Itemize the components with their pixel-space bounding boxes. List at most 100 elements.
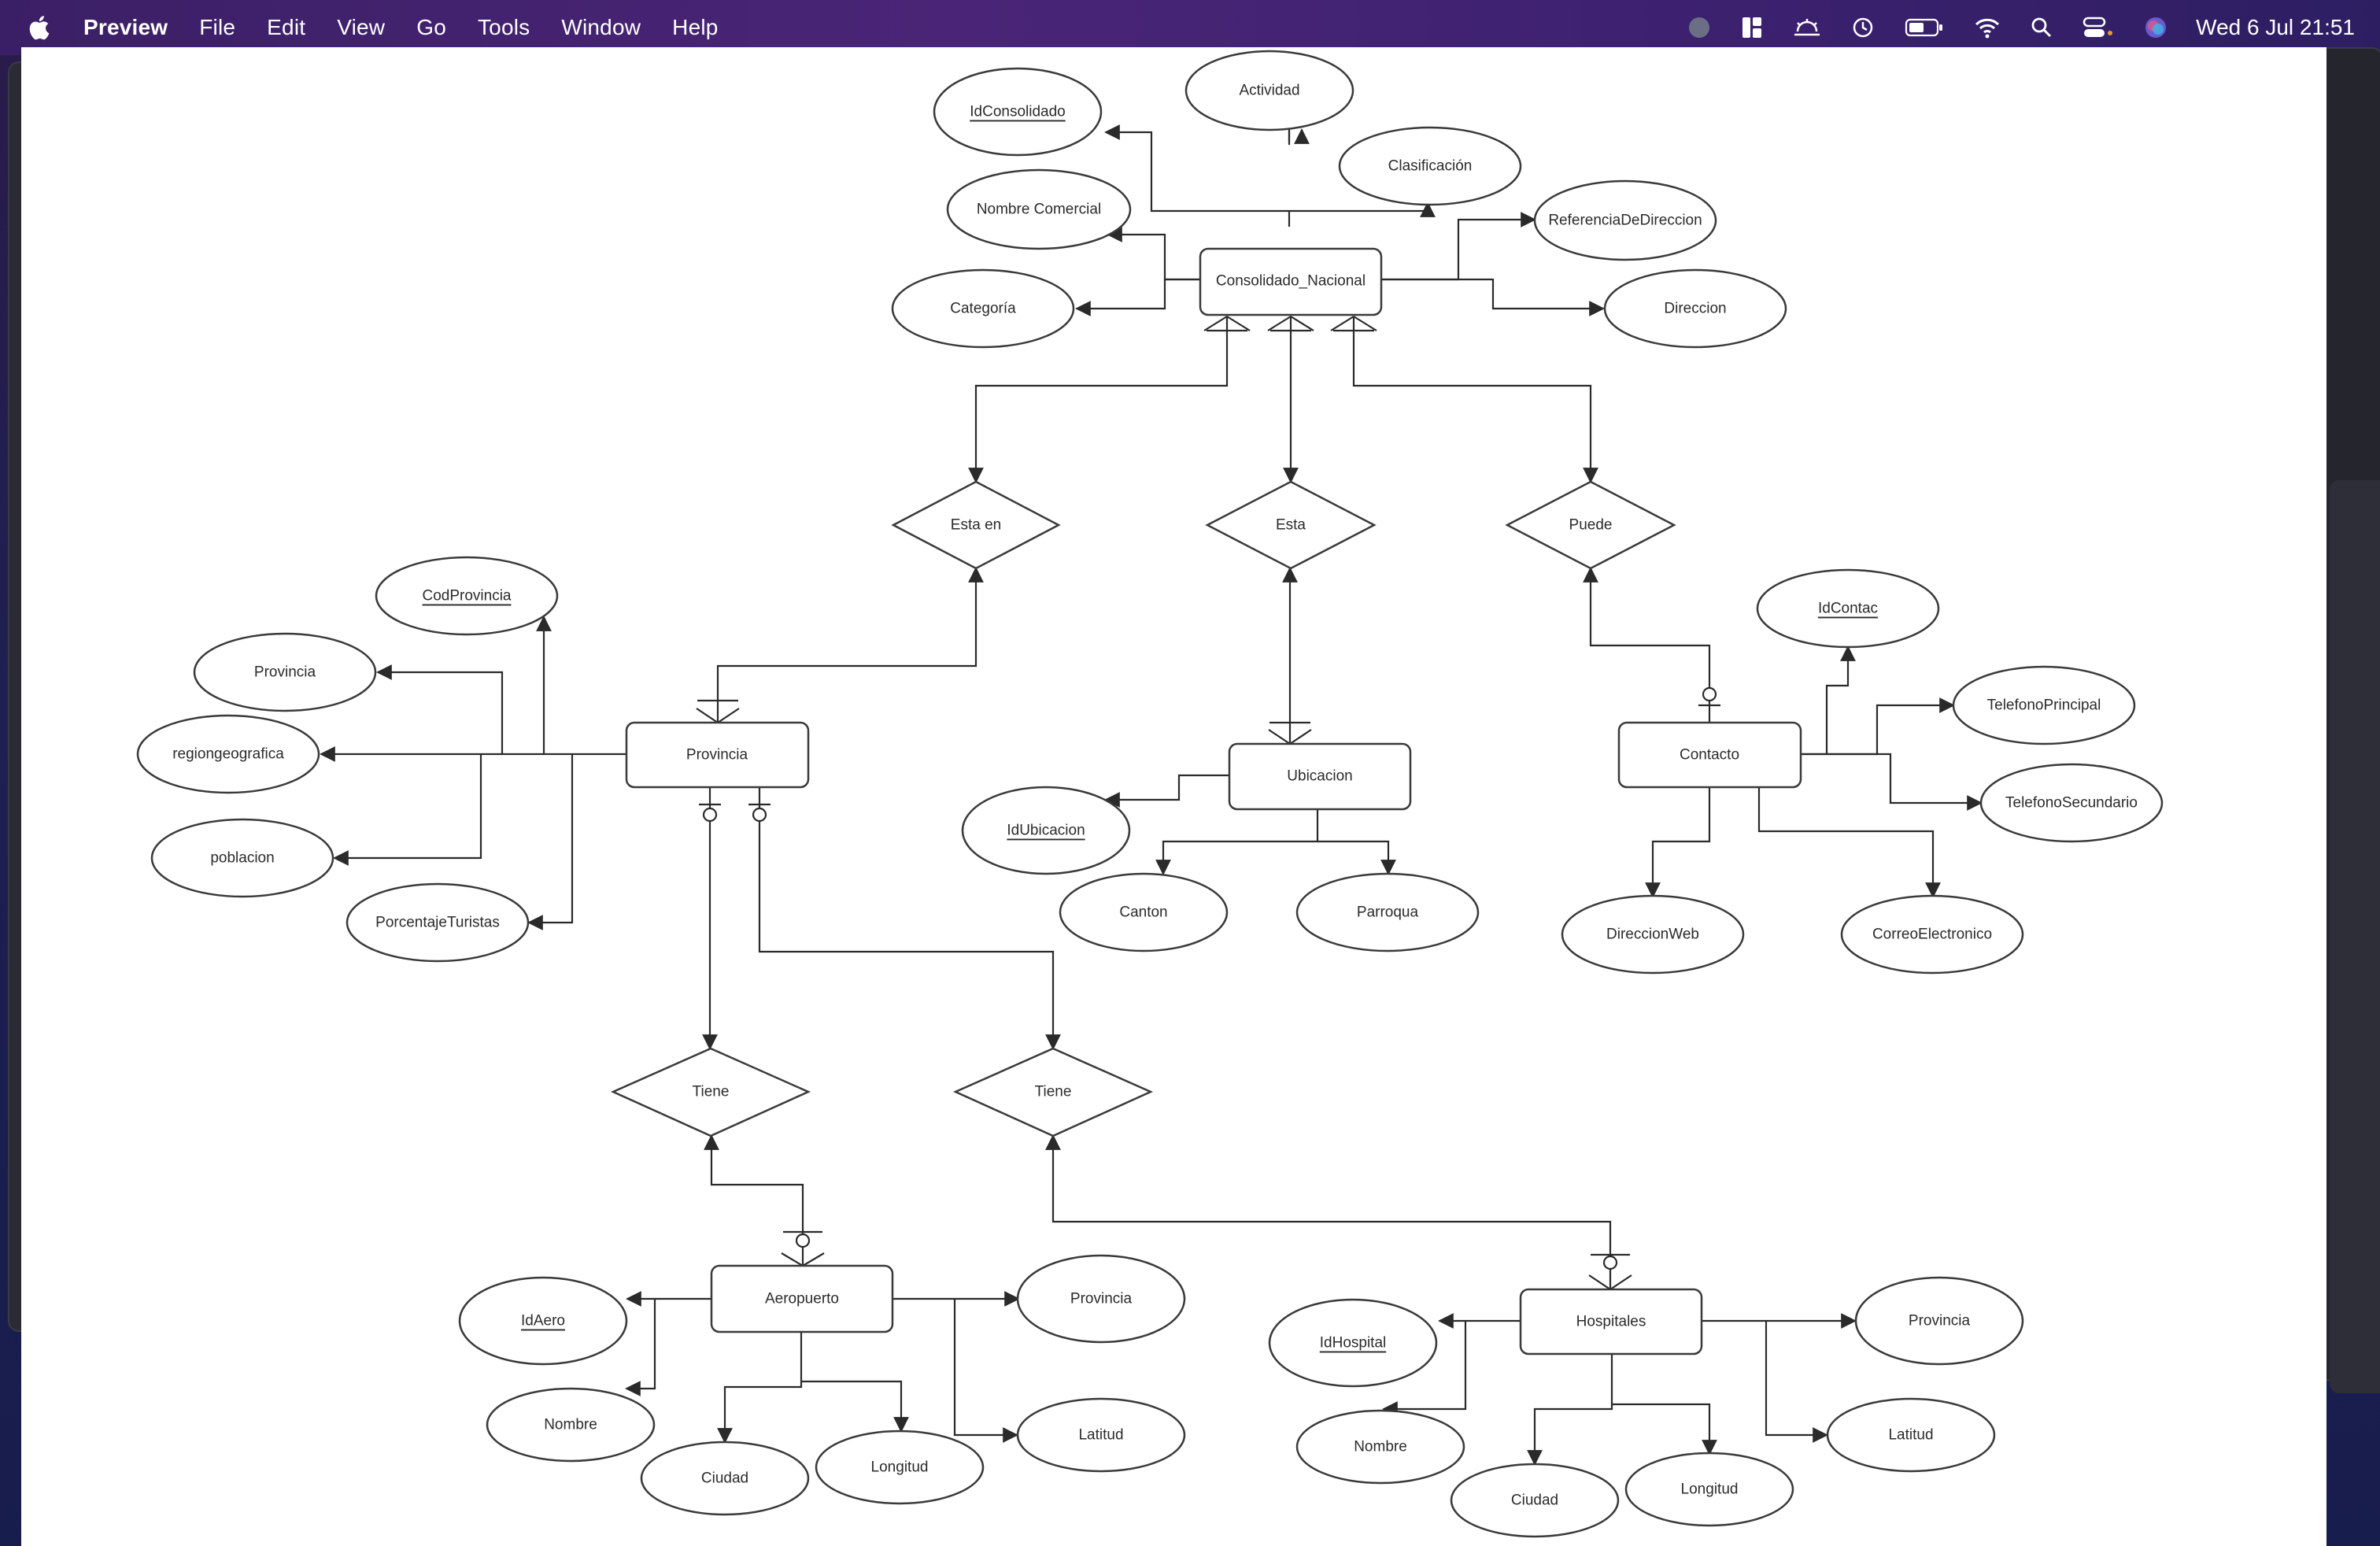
menu-go[interactable]: Go [416,15,446,39]
attribute-direccion-web[interactable]: DireccionWeb [1561,894,1745,975]
entity-contacto[interactable]: Contacto [1617,721,1802,789]
attribute-label: TelefonoSecundario [2005,795,2138,812]
attribute-label: Nombre [544,1417,597,1433]
menu-tools[interactable]: Tools [477,15,530,39]
attribute-actividad[interactable]: Actividad [1184,50,1354,131]
attribute-label: Longitud [1681,1481,1739,1498]
entity-label: Ubicacion [1287,768,1352,785]
attribute-id-ubicacion[interactable]: IdUbicacion [961,786,1131,875]
layout-icon[interactable] [1741,16,1763,39]
entity-aeropuerto[interactable]: Aeropuerto [710,1264,894,1333]
relationship-label: Tiene [1035,1084,1072,1100]
attribute-label: IdUbicacion [1007,823,1085,839]
attribute-telefono-principal[interactable]: TelefonoPrincipal [1952,665,2136,745]
relationship-puede[interactable]: Puede [1505,480,1676,570]
attribute-referencia-de-direccion[interactable]: ReferenciaDeDireccion [1533,179,1717,261]
entity-label: Aeropuerto [765,1291,839,1307]
menu-app-preview[interactable]: Preview [83,15,168,39]
attribute-label: Direccion [1664,301,1726,317]
relationship-esta[interactable]: Esta [1205,480,1377,570]
attribute-label: Ciudad [1511,1492,1558,1509]
apple-menu-icon[interactable] [27,13,54,42]
attribute-id-contac[interactable]: IdContac [1756,568,1940,649]
relationship-tiene-aeropuerto[interactable]: Tiene [610,1047,811,1137]
attribute-id-hospital[interactable]: IdHospital [1268,1298,1438,1388]
entity-consolidado-nacional[interactable]: Consolidado_Nacional [1199,247,1383,316]
attribute-nombre-comercial[interactable]: Nombre Comercial [946,168,1132,250]
attribute-nombre-aero[interactable]: Nombre [486,1387,656,1463]
attribute-label: Parroqua [1357,904,1419,921]
attribute-label: IdContac [1818,601,1878,617]
attribute-region-geografica[interactable]: regiongeografica [136,714,320,794]
attribute-label: Ciudad [701,1470,748,1487]
attribute-poblacion[interactable]: poblacion [150,818,334,898]
er-diagram: Esta en Esta Puede Tiene Tiene Consolida… [136,50,2164,1538]
attribute-nombre-hospital[interactable]: Nombre [1295,1409,1465,1485]
menu-bar-clock[interactable]: Wed 6 Jul 21:51 [2196,15,2355,39]
attribute-categoria[interactable]: Categoría [891,268,1075,349]
entity-label: Provincia [686,747,748,764]
attribute-label: CorreoElectronico [1872,926,1992,943]
attribute-label: Longitud [871,1459,929,1476]
attribute-label: PorcentajeTuristas [375,915,500,931]
connector-lines [320,75,1983,1466]
entity-ubicacion[interactable]: Ubicacion [1228,742,1412,811]
attribute-provincia-hospital[interactable]: Provincia [1854,1276,2024,1366]
attribute-provincia-name[interactable]: Provincia [193,632,377,712]
search-icon[interactable] [2031,17,2053,39]
menu-help[interactable]: Help [672,15,719,39]
entity-hospitales[interactable]: Hospitales [1519,1288,1703,1356]
entity-provincia[interactable]: Provincia [625,721,810,789]
relationship-label: Esta en [951,517,1001,534]
preview-document: Esta en Esta Puede Tiene Tiene Consolida… [21,47,2326,1546]
attribute-label: DireccionWeb [1606,926,1699,943]
weather-icon[interactable] [1793,16,1821,39]
entity-label: Hospitales [1576,1314,1646,1330]
attribute-label: Nombre [1354,1439,1407,1455]
attribute-label: regiongeografica [172,746,284,763]
menu-edit[interactable]: Edit [267,15,306,39]
attribute-ciudad-aero[interactable]: Ciudad [640,1441,810,1516]
attribute-clasificacion[interactable]: Clasificación [1338,126,1522,206]
attribute-cod-provincia[interactable]: CodProvincia [375,556,559,636]
control-center-icon[interactable] [2082,17,2114,39]
attribute-label: Canton [1119,904,1167,921]
attribute-porcentaje-turistas[interactable]: PorcentajeTuristas [346,882,530,963]
attribute-label: Latitud [1078,1427,1123,1444]
attribute-label: ReferenciaDeDireccion [1548,213,1702,229]
battery-icon[interactable] [1905,17,1944,38]
attribute-label: Latitud [1888,1427,1933,1444]
menu-view[interactable]: View [337,15,386,39]
wifi-icon[interactable] [1974,17,2001,39]
menu-file[interactable]: File [199,15,236,39]
siri-icon[interactable] [2144,16,2168,39]
attribute-latitud-hospital[interactable]: Latitud [1826,1397,1996,1473]
attribute-label: Provincia [1909,1313,1971,1330]
attribute-label: poblacion [210,850,274,867]
attribute-id-aero[interactable]: IdAero [458,1276,628,1366]
attribute-provincia-aero[interactable]: Provincia [1016,1254,1186,1344]
attribute-id-consolidado[interactable]: IdConsolidado [933,67,1103,157]
attribute-telefono-secundario[interactable]: TelefonoSecundario [1979,763,2164,843]
attribute-label: Provincia [254,664,316,681]
attribute-longitud-aero[interactable]: Longitud [815,1429,985,1505]
attribute-latitud-aero[interactable]: Latitud [1016,1397,1186,1473]
relationship-label: Tiene [693,1084,730,1100]
attribute-label: Nombre Comercial [977,202,1101,218]
time-machine-icon[interactable] [1851,16,1875,39]
relationship-esta-en[interactable]: Esta en [891,480,1061,570]
relationship-label: Puede [1569,517,1613,534]
menu-window[interactable]: Window [561,15,641,39]
attribute-longitud-hospital[interactable]: Longitud [1624,1452,1794,1527]
attribute-label: Clasificación [1388,158,1473,175]
attribute-direccion[interactable]: Direccion [1603,268,1787,349]
record-icon[interactable] [1687,16,1711,39]
attribute-canton[interactable]: Canton [1059,872,1229,952]
attribute-correo-electronico[interactable]: CorreoElectronico [1840,894,2024,975]
attribute-ciudad-hospital[interactable]: Ciudad [1450,1463,1620,1538]
attribute-parroquia[interactable]: Parroqua [1295,872,1480,952]
attribute-label: Provincia [1070,1291,1133,1307]
attribute-label: TelefonoPrincipal [1987,697,2101,714]
relationship-tiene-hospitales[interactable]: Tiene [952,1047,1154,1137]
entity-label: Consolidado_Nacional [1216,273,1366,290]
